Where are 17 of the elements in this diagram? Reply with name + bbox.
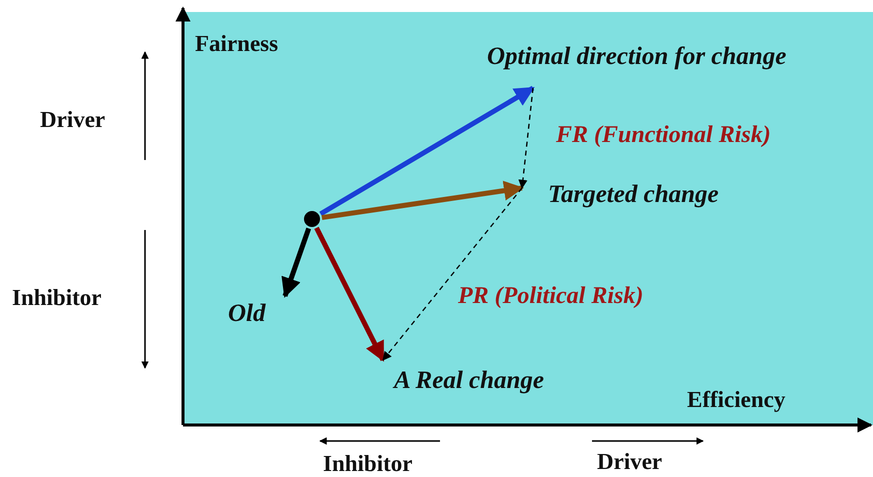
dashed-arrow <box>382 188 522 361</box>
vector-label: Targeted change <box>522 178 767 214</box>
dashed-arrow <box>518 88 534 189</box>
direction-label: Driver <box>40 106 106 134</box>
vector-label: Optimal direction for change <box>487 42 869 88</box>
vector-label: Old <box>228 296 285 332</box>
direction-label: Inhibitor <box>12 284 102 312</box>
axis-label: Efficiency <box>687 386 786 414</box>
arrow <box>282 228 312 298</box>
arrow <box>314 226 386 362</box>
direction-label: Driver <box>597 448 662 476</box>
arrow <box>322 180 524 220</box>
arrow <box>319 86 535 216</box>
vector-label: A Real change <box>383 360 588 398</box>
origin-dot <box>304 211 320 227</box>
axis-label: Fairness <box>195 30 278 58</box>
direction-label: Inhibitor <box>323 450 412 477</box>
